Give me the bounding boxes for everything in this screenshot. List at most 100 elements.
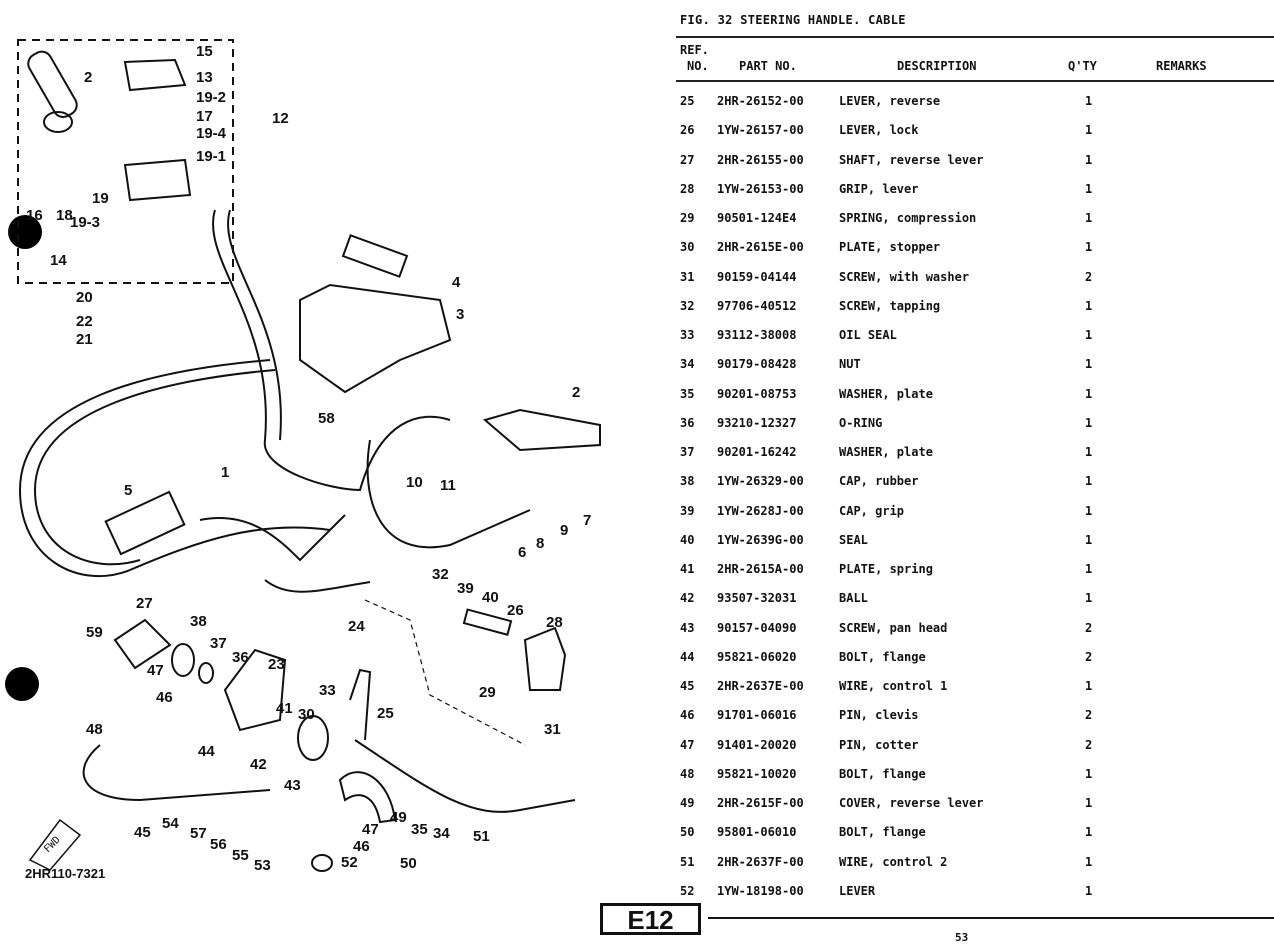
quantity: 1 [1085,240,1093,255]
callout-label: 2 [84,69,93,86]
callout-label: 34 [433,825,450,842]
ref-no: 32 [680,298,695,313]
callout-label: 32 [432,566,449,583]
header-bottom-rule [676,80,1274,82]
ref-no: 31 [680,269,695,284]
description: CAP, grip [839,503,905,518]
washer-37 [198,662,214,684]
description: COVER, reverse lever [839,796,984,810]
ref-no: 52 [680,883,695,898]
quantity: 2 [1085,649,1093,664]
part-number: 90201-08753 [717,386,797,401]
callout-label: 45 [134,824,151,841]
cable-to-lever [199,514,346,562]
callout-label: 59 [86,624,103,641]
fwd-arrow-icon: FWD [28,818,82,871]
binder-hole [5,667,39,701]
control-box-5 [104,490,186,556]
ref-no: 26 [680,123,695,138]
figure-title: FIG. 32 STEERING HANDLE. CABLE [680,13,906,27]
ref-no: 27 [680,152,695,167]
callout-label: 21 [76,331,93,348]
callout-label: 6 [518,544,527,561]
part-number: 2HR-2637F-00 [717,854,804,869]
ref-no: 46 [680,708,695,723]
part-number: 90159-04144 [717,269,797,284]
ref-no: 36 [680,415,695,430]
quantity: 2 [1085,269,1093,284]
ref-no: 25 [680,94,695,108]
part-number: 91701-06016 [717,708,797,723]
ref-no: 50 [680,825,695,840]
part-number: 93507-32031 [717,591,797,606]
exploded-parts-diagram: FWD [17,39,601,872]
wire-45 [82,744,271,802]
callout-label: 15 [196,43,213,60]
callout-label: 10 [406,474,423,491]
handlebar-1-inner [227,209,282,441]
callout-label: 58 [318,410,335,427]
callout-label: 18 [56,207,73,224]
callout-label: 17 [196,108,213,125]
callout-label: 2 [572,384,581,401]
quantity: 1 [1085,298,1093,313]
callout-label: 37 [210,635,227,652]
part-number: 2HR-26155-00 [717,152,804,167]
callout-label: 54 [162,815,179,832]
callout-label: 53 [254,857,271,874]
description: O-RING [839,415,883,430]
description: LEVER [839,883,876,898]
quantity: 1 [1085,503,1093,518]
part-number: 1YW-18198-00 [717,883,804,898]
callout-label: 41 [276,700,293,717]
callout-label: 55 [232,847,249,864]
ref-no: 29 [680,211,695,225]
callout-label: 7 [583,512,592,529]
part-number: 90157-04090 [717,620,797,635]
description: SEAL [839,532,868,547]
part-number: 1YW-26157-00 [717,123,804,138]
ref-no: 41 [680,562,695,576]
quantity: 1 [1085,445,1093,459]
shaft-27 [113,618,172,670]
header-description: DESCRIPTION [897,59,977,73]
part-number: 91401-20020 [717,737,797,752]
callout-label: 42 [250,756,267,773]
handlebar-1 [212,209,451,492]
callout-label: 19-1 [196,148,227,165]
callout-label: 40 [482,589,499,606]
callout-label: 19-2 [196,89,227,106]
part-number: 1YW-26329-00 [717,474,804,489]
quantity: 2 [1085,708,1093,723]
part-number: 97706-40512 [717,298,797,313]
ref-no: 30 [680,240,695,255]
callout-label: 44 [198,743,215,760]
ref-no: 37 [680,445,695,459]
grip-end [43,111,73,133]
switch-housing [123,58,187,92]
switch-assembly-group-box [17,39,234,284]
description: WIRE, control 2 [839,854,948,869]
description: LEVER, reverse [839,94,941,108]
callout-label: 4 [452,274,461,291]
svg-text:FWD: FWD [42,835,63,856]
description: NUT [839,357,861,372]
quantity: 1 [1085,357,1093,372]
ref-no: 38 [680,474,695,489]
description: WASHER, plate [839,445,933,459]
header-part-no: PART NO. [739,59,797,73]
ref-no: 48 [680,766,695,781]
callout-label: 1 [221,464,230,481]
callout-label: 3 [456,306,465,323]
header-remarks: REMARKS [1156,59,1207,73]
callout-label: 26 [507,602,524,619]
